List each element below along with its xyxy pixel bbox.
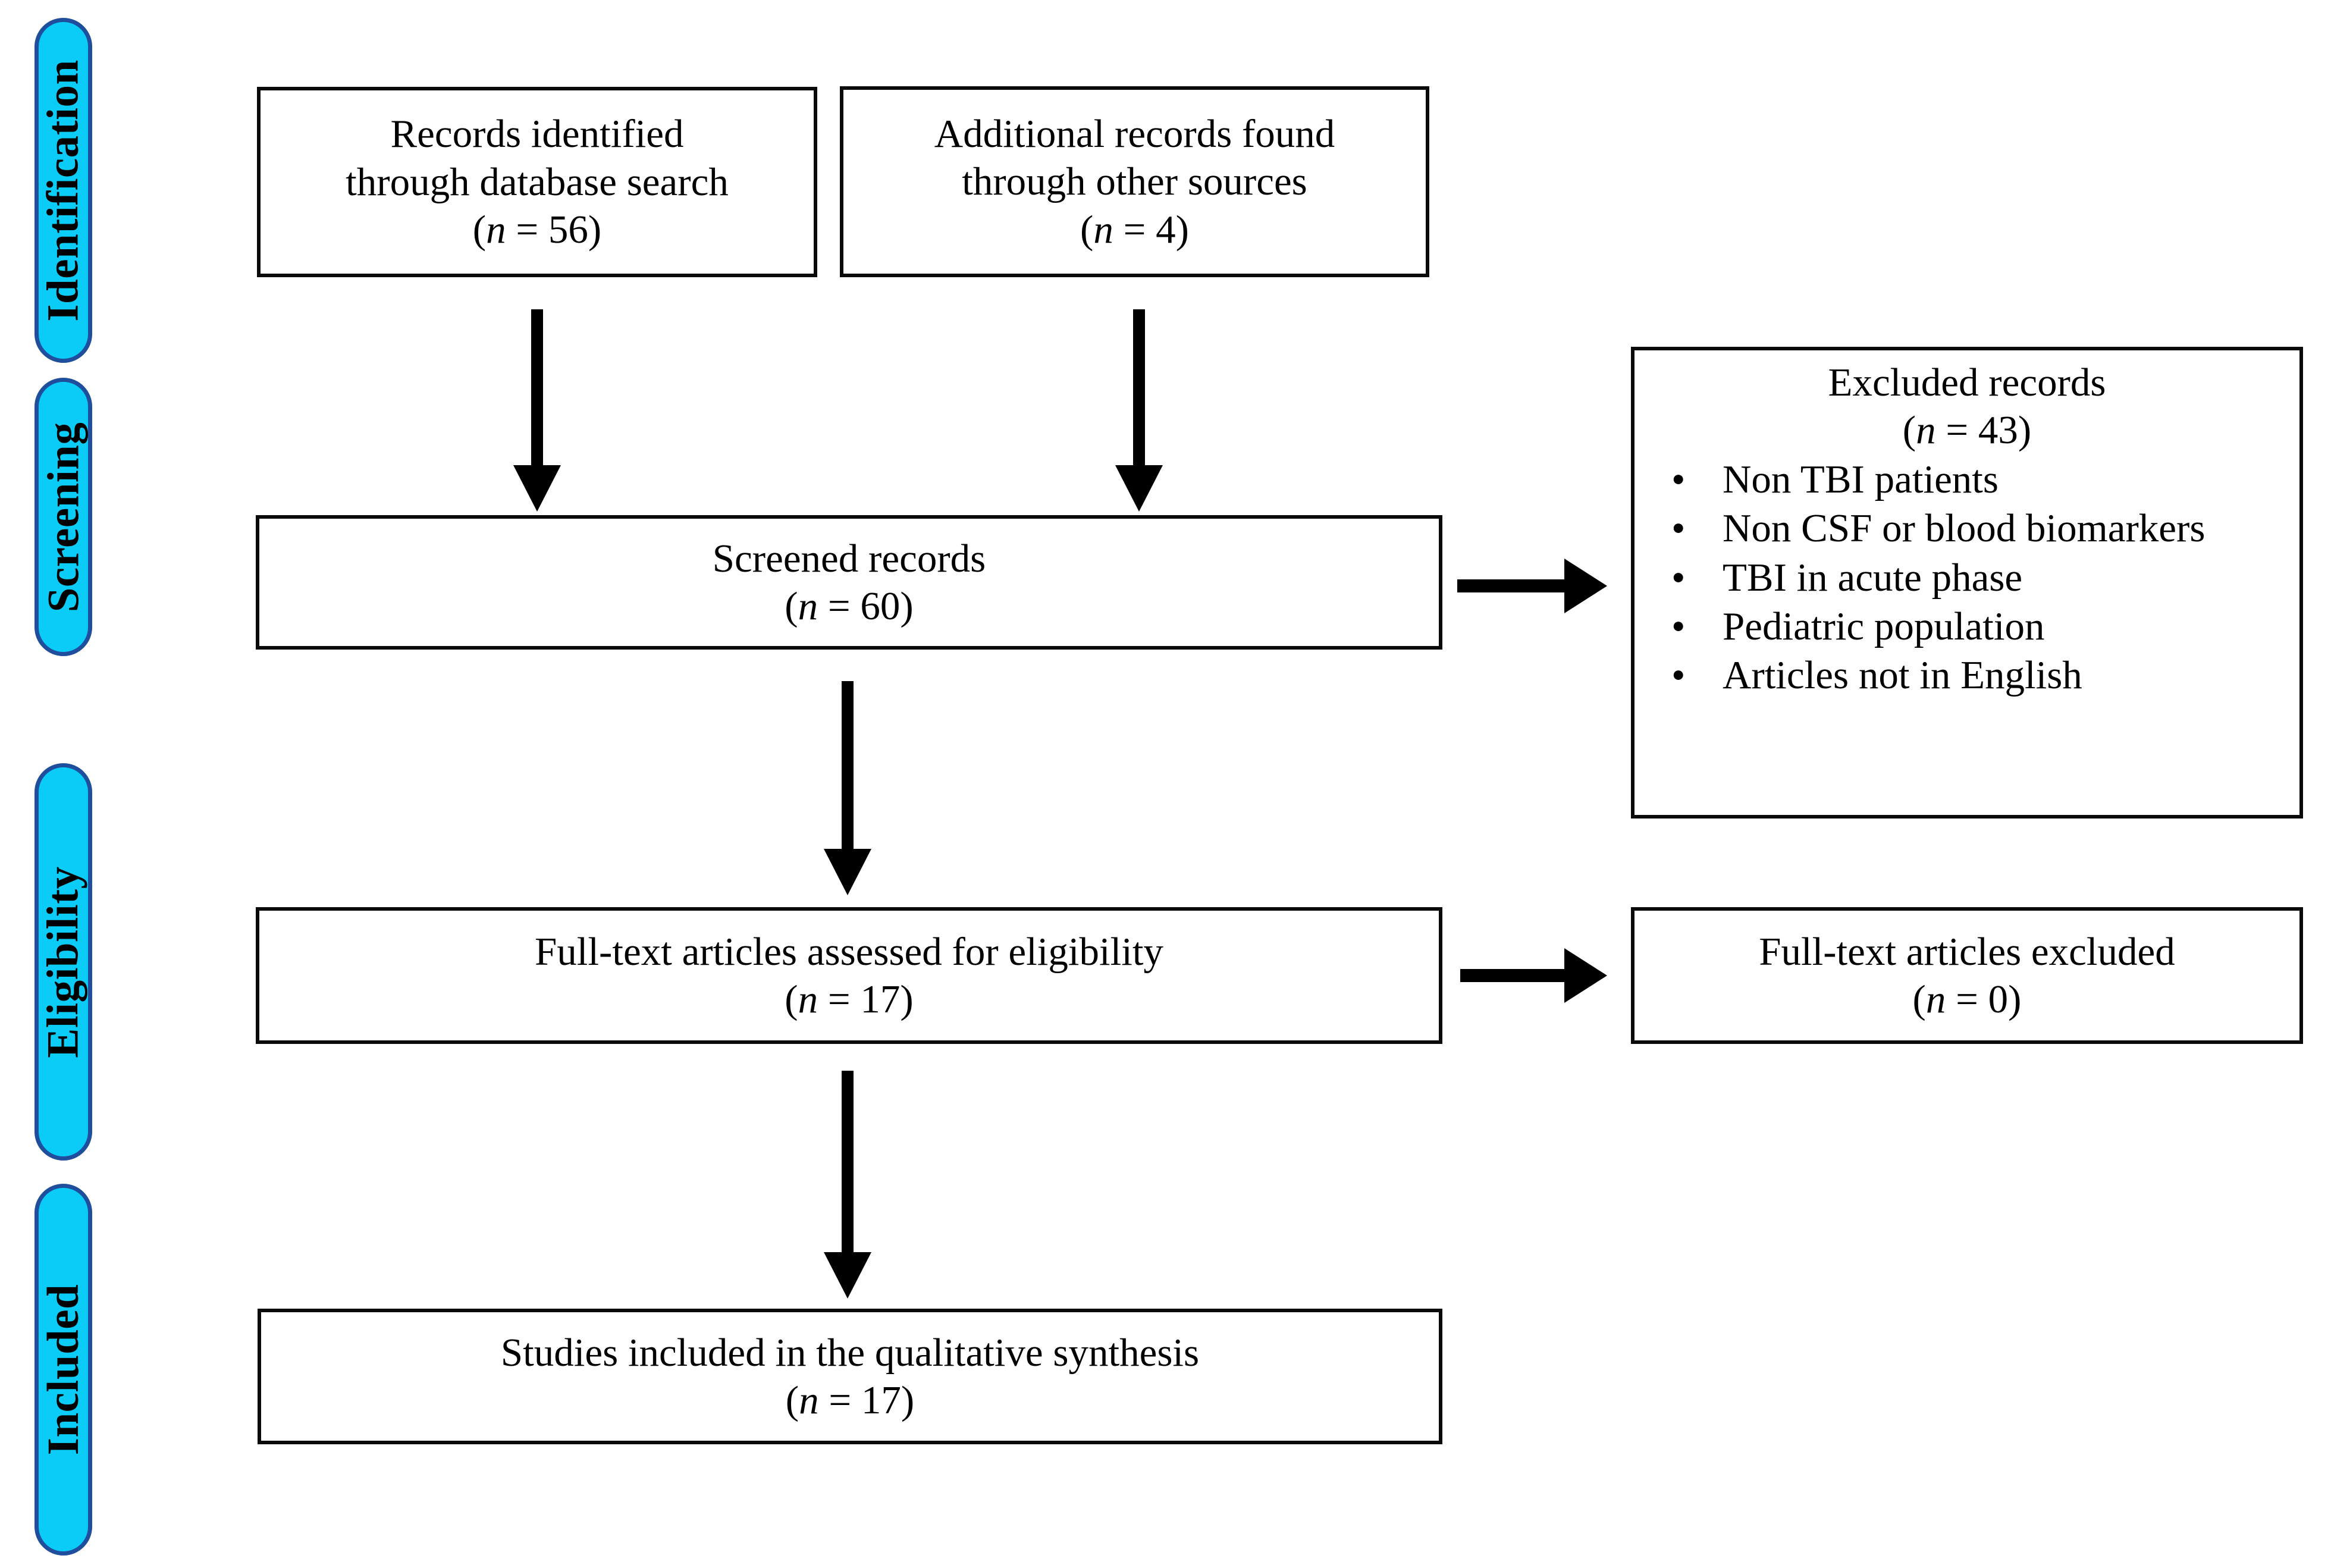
equals-sign: = [818,977,861,1021]
stage-label-included-text: Included [39,1284,89,1456]
paren-open: ( [785,977,798,1021]
equals-sign: = [818,1378,861,1422]
included-studies-line1: Studies included in the qualitative synt… [500,1330,1200,1375]
list-item-label: Non TBI patients [1723,457,1999,501]
n-symbol: n [798,977,818,1021]
box-fulltext-assessed-eligibility: Full-text articles assessed for eligibil… [256,907,1442,1044]
stage-label-screening: Screening [34,378,92,656]
count-value: 60 [860,584,901,628]
count-value: 56 [548,208,588,252]
stage-label-eligibility: Eligibility [34,763,92,1161]
equals-sign: = [1946,977,1988,1021]
paren-close: ) [588,208,602,252]
box-screened-records: Screened records (n = 60) [256,515,1442,650]
box-studies-included-qualitative-synthesis: Studies included in the qualitative synt… [258,1309,1442,1444]
count-value: 4 [1156,207,1176,252]
box-fulltext-excluded: Full-text articles excluded (n = 0) [1631,907,2303,1044]
excluded-reasons-list: • Non TBI patients • Non CSF or blood bi… [1652,456,2282,701]
records-other-line1: Additional records found [934,111,1335,156]
list-item-label: TBI in acute phase [1723,555,2023,600]
count-value: 17 [860,977,901,1021]
n-symbol: n [1093,207,1113,252]
excluded-records-count: (n = 43) [1652,406,2282,454]
screened-count: (n = 60) [785,582,913,630]
screened-line1: Screened records [712,536,986,581]
included-studies-count: (n = 17) [786,1376,914,1424]
box-additional-records-other-sources: Additional records found through other s… [840,86,1429,277]
equals-sign: = [1113,207,1156,252]
box-excluded-records: Excluded records (n = 43) • Non TBI pati… [1631,347,2303,819]
equals-sign: = [506,208,548,252]
fulltext-assessed-count: (n = 17) [785,976,913,1023]
paren-close: ) [901,1378,915,1422]
records-db-count: (n = 56) [473,206,601,253]
paren-open: ( [472,208,487,252]
n-symbol: n [1925,977,1946,1021]
bullet-glyph: • [1671,506,1686,551]
paren-open: ( [785,584,798,628]
stage-label-screening-text: Screening [39,422,88,612]
stage-label-identification: Identification [34,18,92,363]
count-value: 43 [1978,408,2018,453]
paren-open: ( [1080,207,1094,252]
n-symbol: n [799,1378,819,1422]
list-item-label: Articles not in English [1723,653,2082,698]
box-records-identified-database: Records identified through database sear… [257,87,817,277]
fulltext-assessed-line1: Full-text articles assessed for eligibil… [535,929,1163,974]
count-value: 17 [861,1378,901,1422]
arrow-head [513,465,561,512]
list-item: • TBI in acute phase [1668,554,2282,601]
arrow-shaft [1457,579,1564,592]
arrow-shaft [1133,309,1145,465]
list-item: • Articles not in English [1668,651,2282,699]
list-item: • Non CSF or blood biomarkers [1668,504,2282,552]
records-other-line2: through other sources [962,159,1307,204]
list-item-label: Pediatric population [1723,604,2045,648]
paren-close: ) [1175,207,1189,252]
n-symbol: n [798,584,818,628]
paren-open: ( [1902,408,1916,453]
paren-close: ) [2018,408,2032,453]
paren-open: ( [1912,977,1926,1021]
equals-sign: = [818,584,861,628]
fulltext-excluded-count: (n = 0) [1913,976,2022,1023]
bullet-glyph: • [1671,653,1686,698]
paren-close: ) [900,584,914,628]
fulltext-excluded-line1: Full-text articles excluded [1759,929,2175,974]
stage-label-included: Included [34,1184,92,1556]
list-item: • Non TBI patients [1668,456,2282,503]
bullet-glyph: • [1671,555,1686,600]
arrow-shaft [1460,969,1564,982]
count-value: 0 [1988,977,2009,1021]
records-other-count: (n = 4) [1080,206,1189,253]
bullet-glyph: • [1671,457,1686,501]
n-symbol: n [1916,408,1936,453]
bullet-glyph: • [1671,604,1686,648]
arrow-head [824,1252,871,1299]
arrow-head [1564,948,1607,1003]
list-item-label: Non CSF or blood biomarkers [1723,506,2205,551]
paren-close: ) [900,977,914,1021]
records-db-line1: Records identified [390,112,684,156]
arrow-shaft [531,309,543,465]
arrow-head [824,849,871,895]
excluded-records-heading: Excluded records [1828,360,2106,404]
arrow-head [1115,465,1163,512]
arrow-shaft [842,681,854,849]
n-symbol: n [486,208,506,252]
stage-label-eligibility-text: Eligibility [39,865,88,1058]
records-db-line2: through database search [346,159,729,204]
paren-close: ) [2008,977,2022,1021]
arrow-shaft [842,1071,854,1252]
equals-sign: = [1935,408,1978,453]
paren-open: ( [785,1378,799,1422]
list-item: • Pediatric population [1668,603,2282,650]
stage-label-identification-text: Identification [39,59,88,322]
arrow-head [1564,559,1607,613]
